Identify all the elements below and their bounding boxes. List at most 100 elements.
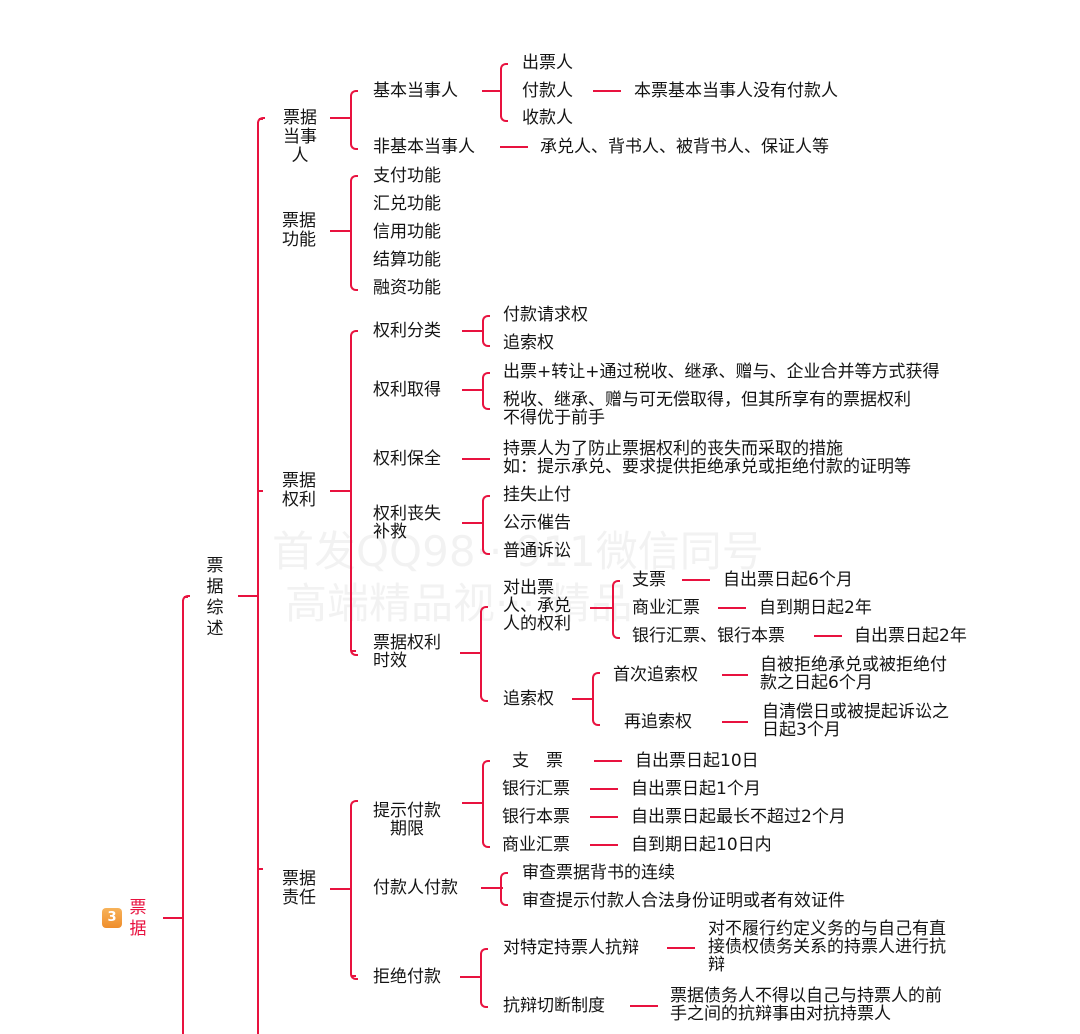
parties-bracket bbox=[350, 90, 358, 150]
non-basic-parties-note: 承兑人、背书人、被背书人、保证人等 bbox=[540, 137, 829, 157]
specific-holder-defense[interactable]: 对特定持票人抗辩 bbox=[503, 938, 639, 958]
liability-bracket bbox=[350, 800, 358, 980]
connector bbox=[482, 90, 502, 92]
first-recourse-note: 自被拒绝承兑或被拒绝付 款之日起6个月 bbox=[760, 655, 947, 693]
non-basic-parties-node[interactable]: 非基本当事人 bbox=[373, 137, 475, 157]
party-drawer[interactable]: 出票人 bbox=[522, 53, 573, 73]
presentment-period-node[interactable]: 提示付款 期限 bbox=[373, 784, 441, 838]
refusal-node[interactable]: 拒绝付款 bbox=[373, 967, 441, 987]
payer-payment-node[interactable]: 付款人付款 bbox=[373, 878, 458, 898]
remedy-litigation[interactable]: 普通诉讼 bbox=[503, 541, 571, 561]
liability-node[interactable]: 票据责任 bbox=[282, 870, 318, 908]
presentment-commercial-bill-note: 自到期日起10日内 bbox=[631, 835, 772, 855]
limit-commercial-bill[interactable]: 商业汇票 bbox=[632, 598, 700, 618]
connector bbox=[352, 650, 356, 652]
acquisition-item-1: 出票+转让+通过税收、继承、赠与、企业合并等方式获得 bbox=[503, 362, 940, 382]
connector bbox=[460, 652, 482, 654]
presentment-period-label: 提示付款 期限 bbox=[373, 801, 441, 839]
limitation-bracket bbox=[480, 606, 488, 702]
connector bbox=[462, 802, 484, 804]
presentment-commercial-bill[interactable]: 商业汇票 bbox=[502, 835, 570, 855]
defense-cutoff[interactable]: 抗辩切断制度 bbox=[503, 996, 605, 1016]
rights-preservation-node[interactable]: 权利保全 bbox=[373, 449, 441, 469]
specific-holder-defense-note: 对不履行约定义务的与自己有直 接债权债务关系的持票人进行抗 辩 bbox=[708, 919, 946, 975]
recourse-bracket bbox=[592, 672, 600, 726]
right-payment-claim[interactable]: 付款请求权 bbox=[503, 305, 588, 325]
connector bbox=[814, 635, 842, 637]
first-recourse[interactable]: 首次追索权 bbox=[613, 665, 698, 685]
presentment-cheque-note: 自出票日起10日 bbox=[635, 751, 759, 771]
classification-bracket bbox=[482, 315, 490, 347]
connector bbox=[330, 117, 352, 119]
connector bbox=[593, 90, 621, 92]
preservation-note: 持票人为了防止票据权利的丧失而采取的措施 如：提示承兑、要求提供拒绝承兑或拒绝付… bbox=[503, 439, 911, 477]
presentment-bank-draft-note: 自出票日起1个月 bbox=[631, 779, 761, 799]
connector bbox=[722, 674, 748, 676]
rights-classification-node[interactable]: 权利分类 bbox=[373, 321, 441, 341]
connector bbox=[462, 522, 484, 524]
rights-acquisition-node[interactable]: 权利取得 bbox=[373, 380, 441, 400]
functions-node[interactable]: 票据功能 bbox=[282, 212, 318, 250]
rights-node[interactable]: 票据权利 bbox=[282, 472, 318, 510]
payer-payment-bracket bbox=[500, 872, 508, 906]
connector bbox=[330, 490, 352, 492]
rights-limitation-node[interactable]: 票据权利 时效 bbox=[373, 633, 441, 671]
connector bbox=[163, 917, 183, 919]
connector bbox=[460, 976, 482, 978]
limit-bank-draft-note-text: 自出票日起2年 bbox=[854, 626, 967, 646]
defense-cutoff-note: 票据债务人不得以自己与持票人的前 手之间的抗辩事由对抗持票人 bbox=[670, 986, 942, 1024]
overview-spine bbox=[257, 122, 259, 1034]
presentment-cheque[interactable]: 支 票 bbox=[512, 751, 563, 771]
recourse-node[interactable]: 追索权 bbox=[503, 689, 554, 709]
connector bbox=[590, 844, 618, 846]
party-payee[interactable]: 收款人 bbox=[522, 108, 573, 128]
connector bbox=[238, 595, 258, 597]
liability-label: 票据责任 bbox=[282, 869, 316, 908]
remedy-report-loss[interactable]: 挂失止付 bbox=[503, 485, 571, 505]
limit-commercial-bill-note: 自到期日起2年 bbox=[759, 598, 872, 618]
parties-label: 票据当事人 bbox=[283, 108, 317, 166]
root-node[interactable]: 票据 bbox=[129, 898, 147, 939]
re-recourse-note: 自清偿日或被提起诉讼之 日起3个月 bbox=[762, 702, 949, 740]
limit-cheque[interactable]: 支票 bbox=[632, 570, 666, 590]
connector bbox=[481, 887, 503, 889]
function-credit[interactable]: 信用功能 bbox=[373, 222, 441, 242]
connector bbox=[722, 721, 748, 723]
connector bbox=[630, 1005, 658, 1007]
connector bbox=[590, 816, 618, 818]
right-recourse[interactable]: 追索权 bbox=[503, 333, 554, 353]
parties-node[interactable]: 票据当事人 bbox=[282, 90, 322, 185]
function-payment[interactable]: 支付功能 bbox=[373, 166, 441, 186]
payer-note: 本票基本当事人没有付款人 bbox=[634, 81, 838, 101]
function-exchange[interactable]: 汇兑功能 bbox=[373, 194, 441, 214]
presentment-cashier-cheque[interactable]: 银行本票 bbox=[502, 807, 570, 827]
party-payer[interactable]: 付款人 bbox=[522, 81, 573, 101]
rights-bracket bbox=[350, 330, 358, 656]
root-bracket-top bbox=[182, 595, 190, 617]
connector bbox=[590, 607, 614, 609]
connector bbox=[259, 868, 263, 870]
re-recourse[interactable]: 再追索权 bbox=[624, 712, 692, 732]
connector bbox=[667, 947, 695, 949]
rights-loss-remedy-node[interactable]: 权利丧失 补救 bbox=[373, 504, 441, 542]
basic-parties-node[interactable]: 基本当事人 bbox=[373, 81, 458, 101]
against-drawer-acceptor-node[interactable]: 对出票 人、承兑 人的权利 bbox=[503, 578, 571, 634]
connector bbox=[259, 490, 263, 492]
function-financing[interactable]: 融资功能 bbox=[373, 278, 441, 298]
remedy-public-notice[interactable]: 公示催告 bbox=[503, 513, 571, 533]
against-drawer-bracket bbox=[612, 580, 620, 639]
basic-parties-bracket bbox=[500, 63, 508, 122]
functions-bracket bbox=[350, 175, 358, 291]
function-settlement[interactable]: 结算功能 bbox=[373, 250, 441, 270]
limit-bank-draft-note[interactable]: 银行汇票、银行本票 bbox=[632, 626, 785, 646]
overview-node[interactable]: 票据综述 bbox=[206, 556, 224, 639]
check-endorsement-continuity: 审查票据背书的连续 bbox=[522, 863, 675, 883]
functions-label: 票据功能 bbox=[282, 211, 316, 250]
acquisition-item-2: 税收、继承、赠与可无偿取得，但其所享有的票据权利 不得优于前手 bbox=[503, 390, 911, 428]
connector bbox=[590, 788, 618, 790]
connector bbox=[718, 607, 746, 609]
connector bbox=[352, 975, 356, 977]
presentment-bracket bbox=[482, 760, 490, 848]
presentment-bank-draft[interactable]: 银行汇票 bbox=[502, 779, 570, 799]
acquisition-bracket bbox=[482, 372, 490, 410]
